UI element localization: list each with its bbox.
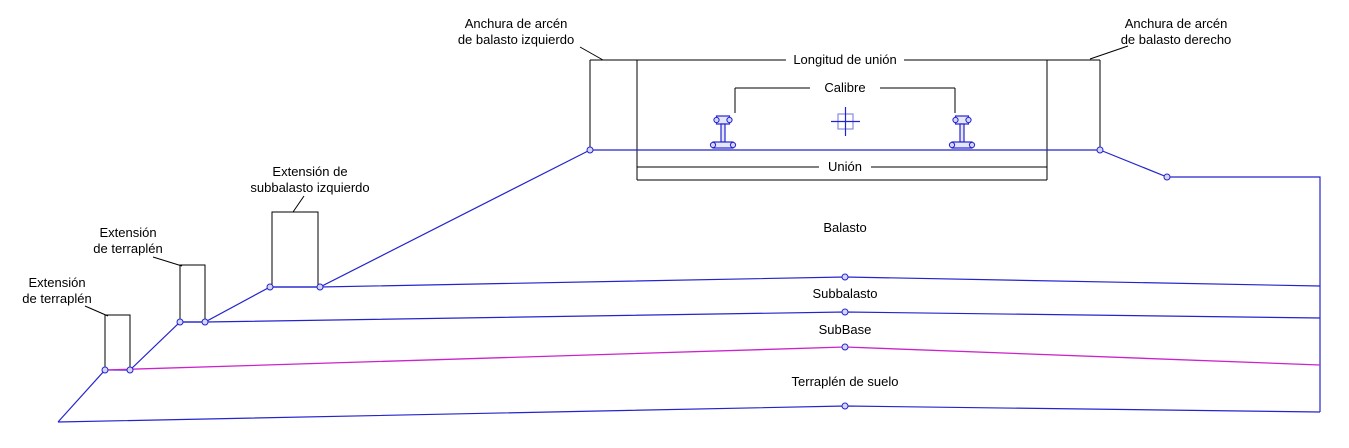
label-shoulder-right-line2: de balasto derecho [1121, 32, 1232, 47]
label-subballast-extension-line2: subbalasto izquierdo [250, 180, 369, 195]
rail-web [959, 123, 965, 143]
vertex-marker [201, 318, 209, 326]
label-subbase: SubBase [819, 322, 872, 337]
label-subballast-extension-line1: Extensión de [272, 164, 347, 179]
label-tie: Unión [828, 159, 862, 174]
rail-node [965, 116, 972, 124]
embankment-extension-upper-leader-line [152, 256, 183, 267]
vertex-markers [101, 146, 1171, 410]
vertex-marker [586, 146, 594, 154]
rail-node [952, 116, 959, 124]
embankment-extension-lower-box [104, 314, 131, 371]
rail-node [968, 141, 976, 149]
rail-node [713, 116, 720, 124]
rail-left-icon [709, 115, 737, 149]
vertex-marker [266, 283, 274, 291]
shoulder-left-leader-line [579, 46, 604, 61]
shoulder-right-leader-line [1089, 45, 1129, 60]
label-subballast: Subbalasto [812, 286, 877, 301]
vertex-marker [316, 283, 324, 291]
label-embankment-extension-upper-line2: de terraplén [93, 241, 162, 256]
section-geometry [57, 149, 1321, 423]
label-shoulder-right-line1: Anchura de arcén [1125, 16, 1228, 31]
label-shoulder-left-line1: Anchura de arcén [465, 16, 568, 31]
label-embankment-extension-lower-line1: Extensión [28, 275, 85, 290]
rail-node [948, 141, 956, 149]
embankment-extension-lower-leader-line [84, 305, 109, 317]
label-soil-embankment: Terraplén de suelo [792, 374, 899, 389]
vertex-marker [176, 318, 184, 326]
rail-right-icon [948, 115, 976, 149]
rail-web [720, 123, 726, 143]
label-embankment-extension-lower-line2: de terraplén [22, 291, 91, 306]
datum-bottom-line [57, 405, 1321, 423]
diagram-labels: Anchura de arcén de balasto izquierdo An… [22, 16, 1231, 389]
vertex-marker [1096, 146, 1104, 154]
embankment-extension-upper-box [179, 264, 206, 323]
label-ballast: Balasto [823, 220, 866, 235]
subballast-top-line [270, 276, 1321, 288]
label-embankment-extension-upper-line1: Extensión [99, 225, 156, 240]
rail-node [709, 141, 717, 149]
vertex-marker [101, 366, 109, 374]
embankment-top-line [104, 346, 1321, 371]
centerline-cross-icon [831, 107, 860, 136]
rail-node [729, 141, 737, 149]
rail-node [726, 116, 733, 124]
right-slope-profile-line [1099, 149, 1321, 412]
vertex-marker [841, 343, 849, 351]
label-tie-length: Longitud de unión [793, 52, 896, 67]
vertex-marker [841, 308, 849, 316]
vertex-marker [841, 273, 849, 281]
subbase-top-line [180, 311, 1321, 323]
track-centerline-marker [831, 107, 860, 136]
vertex-marker [126, 366, 134, 374]
subballast-extension-box [271, 211, 319, 288]
gauge-dim-line [734, 87, 956, 113]
label-shoulder-left-line2: de balasto izquierdo [458, 32, 574, 47]
label-gauge: Calibre [824, 80, 865, 95]
vertex-marker [841, 402, 849, 410]
vertex-marker [1163, 173, 1171, 181]
subballast-extension-leader-line [292, 195, 305, 213]
